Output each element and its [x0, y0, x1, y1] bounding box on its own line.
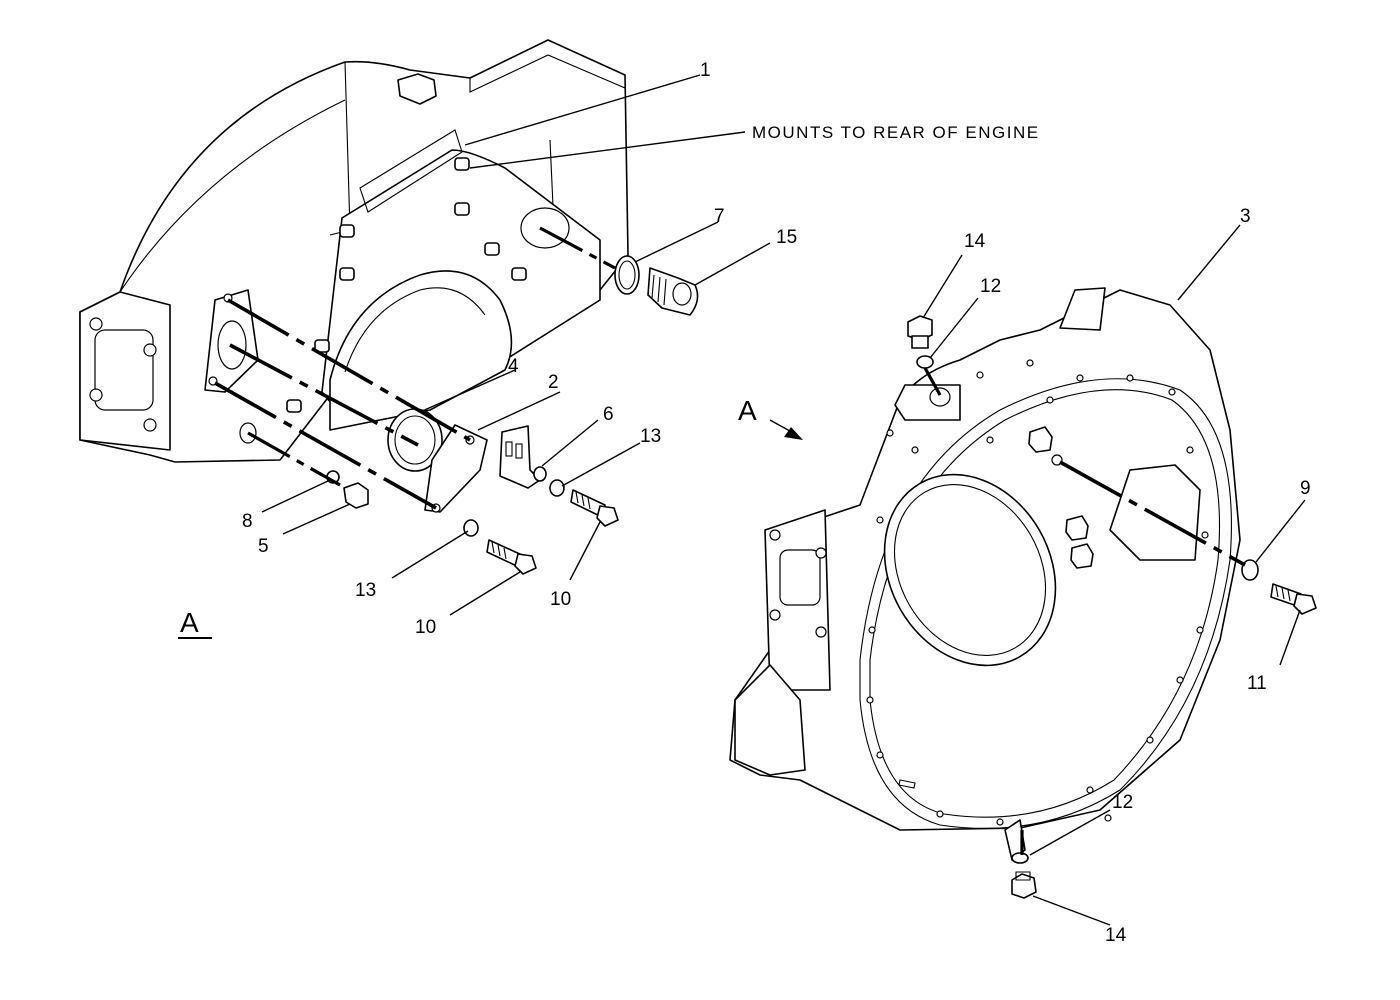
washer: [549, 479, 565, 497]
washer-9: [1241, 559, 1259, 581]
callout-numbers: 1 2 3 4 5 6 7 8 9 10 10 11 12 12 13 13 1…: [242, 60, 1311, 946]
view-direction-marker: A: [738, 395, 803, 440]
callout-13b: 13: [355, 580, 376, 601]
callout-9: 9: [1300, 478, 1311, 499]
right-housing-view: [729, 287, 1241, 861]
callout-11: 11: [1247, 673, 1267, 694]
view-marker-letter: A: [738, 395, 757, 426]
housing-studs: [286, 157, 527, 413]
callout-3: 3: [1240, 206, 1251, 227]
section-label: A: [178, 607, 212, 639]
plug: [343, 482, 369, 509]
right-exploded-parts: [907, 315, 1317, 899]
callout-1: 1: [700, 60, 711, 81]
view-arrow-icon: [784, 427, 803, 440]
callout-12b: 12: [1112, 792, 1133, 813]
cover-plate: [424, 424, 488, 513]
callout-10a: 10: [550, 589, 571, 610]
left-exploded-parts: [204, 255, 699, 575]
bolt: [570, 489, 619, 527]
plug-top: [907, 315, 933, 341]
callout-8: 8: [242, 511, 253, 532]
callout-14a: 14: [964, 231, 986, 252]
bolt: [486, 539, 537, 575]
mounting-note: MOUNTS TO REAR OF ENGINE: [752, 123, 1040, 142]
callout-10b: 10: [415, 617, 436, 638]
callout-4: 4: [508, 356, 519, 377]
callout-7: 7: [714, 206, 725, 227]
washer: [463, 519, 479, 537]
callout-14b: 14: [1105, 925, 1127, 946]
bolt-11: [1270, 583, 1317, 615]
callout-13a: 13: [640, 426, 661, 447]
left-assembly-axes: [214, 226, 616, 510]
callout-6: 6: [603, 404, 614, 425]
callout-12a: 12: [980, 276, 1001, 297]
flange-bolt-holes: [866, 359, 1209, 826]
callout-5: 5: [258, 536, 269, 557]
callout-15: 15: [776, 227, 797, 248]
washer: [533, 466, 547, 482]
callout-2: 2: [548, 372, 559, 393]
callout-leaders: [261, 74, 1306, 926]
section-label-letter: A: [180, 607, 199, 638]
washer-bottom: [1011, 852, 1029, 864]
bracket: [499, 425, 541, 489]
